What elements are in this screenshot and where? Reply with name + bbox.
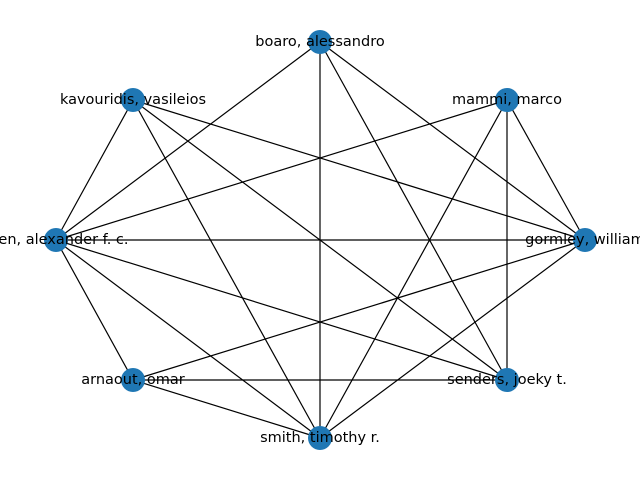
node-layer xyxy=(44,30,597,450)
node-label-arnaout: arnaout, omar xyxy=(81,372,185,388)
node-kavouridis xyxy=(121,88,145,112)
edge-arnaout-smith xyxy=(132,379,321,439)
node-label-kavouridis: kavouridis, vasileios xyxy=(60,92,206,108)
node-boaro xyxy=(308,30,332,54)
edge-mammi-zaidi xyxy=(55,99,508,241)
edge-mammi-smith xyxy=(319,99,508,439)
node-label-mammi: mammi, marco xyxy=(452,92,562,108)
label-layer: boaro, alessandro mammi, marco gormley, wi… xyxy=(0,34,640,446)
edge-mammi-gormley xyxy=(506,99,586,241)
edge-kavouridis-smith xyxy=(132,99,321,439)
edge-gormley-smith xyxy=(319,239,586,439)
node-smith xyxy=(308,426,332,450)
edge-layer xyxy=(55,41,586,439)
node-label-boaro: boaro, alessandro xyxy=(255,34,385,50)
edge-zaidi-senders xyxy=(55,239,508,381)
node-gormley xyxy=(573,228,597,252)
node-arnaout xyxy=(121,368,145,392)
node-mammi xyxy=(495,88,519,112)
edge-gormley-arnaout xyxy=(132,239,586,381)
node-label-senders: senders, joeky t. xyxy=(447,372,567,388)
node-senders xyxy=(495,368,519,392)
node-label-smith: smith, timothy r. xyxy=(260,430,380,446)
node-label-zaidi: rgen, alexander f. c. xyxy=(0,232,129,248)
edge-kavouridis-gormley xyxy=(132,99,586,241)
edge-boaro-gormley xyxy=(319,41,586,241)
node-zaidi xyxy=(44,228,68,252)
edge-zaidi-smith xyxy=(55,239,321,439)
node-label-gormley: gormley, william xyxy=(525,232,640,248)
edge-zaidi-arnaout xyxy=(55,239,134,381)
edge-kavouridis-zaidi xyxy=(55,99,134,241)
edge-boaro-senders xyxy=(319,41,508,381)
